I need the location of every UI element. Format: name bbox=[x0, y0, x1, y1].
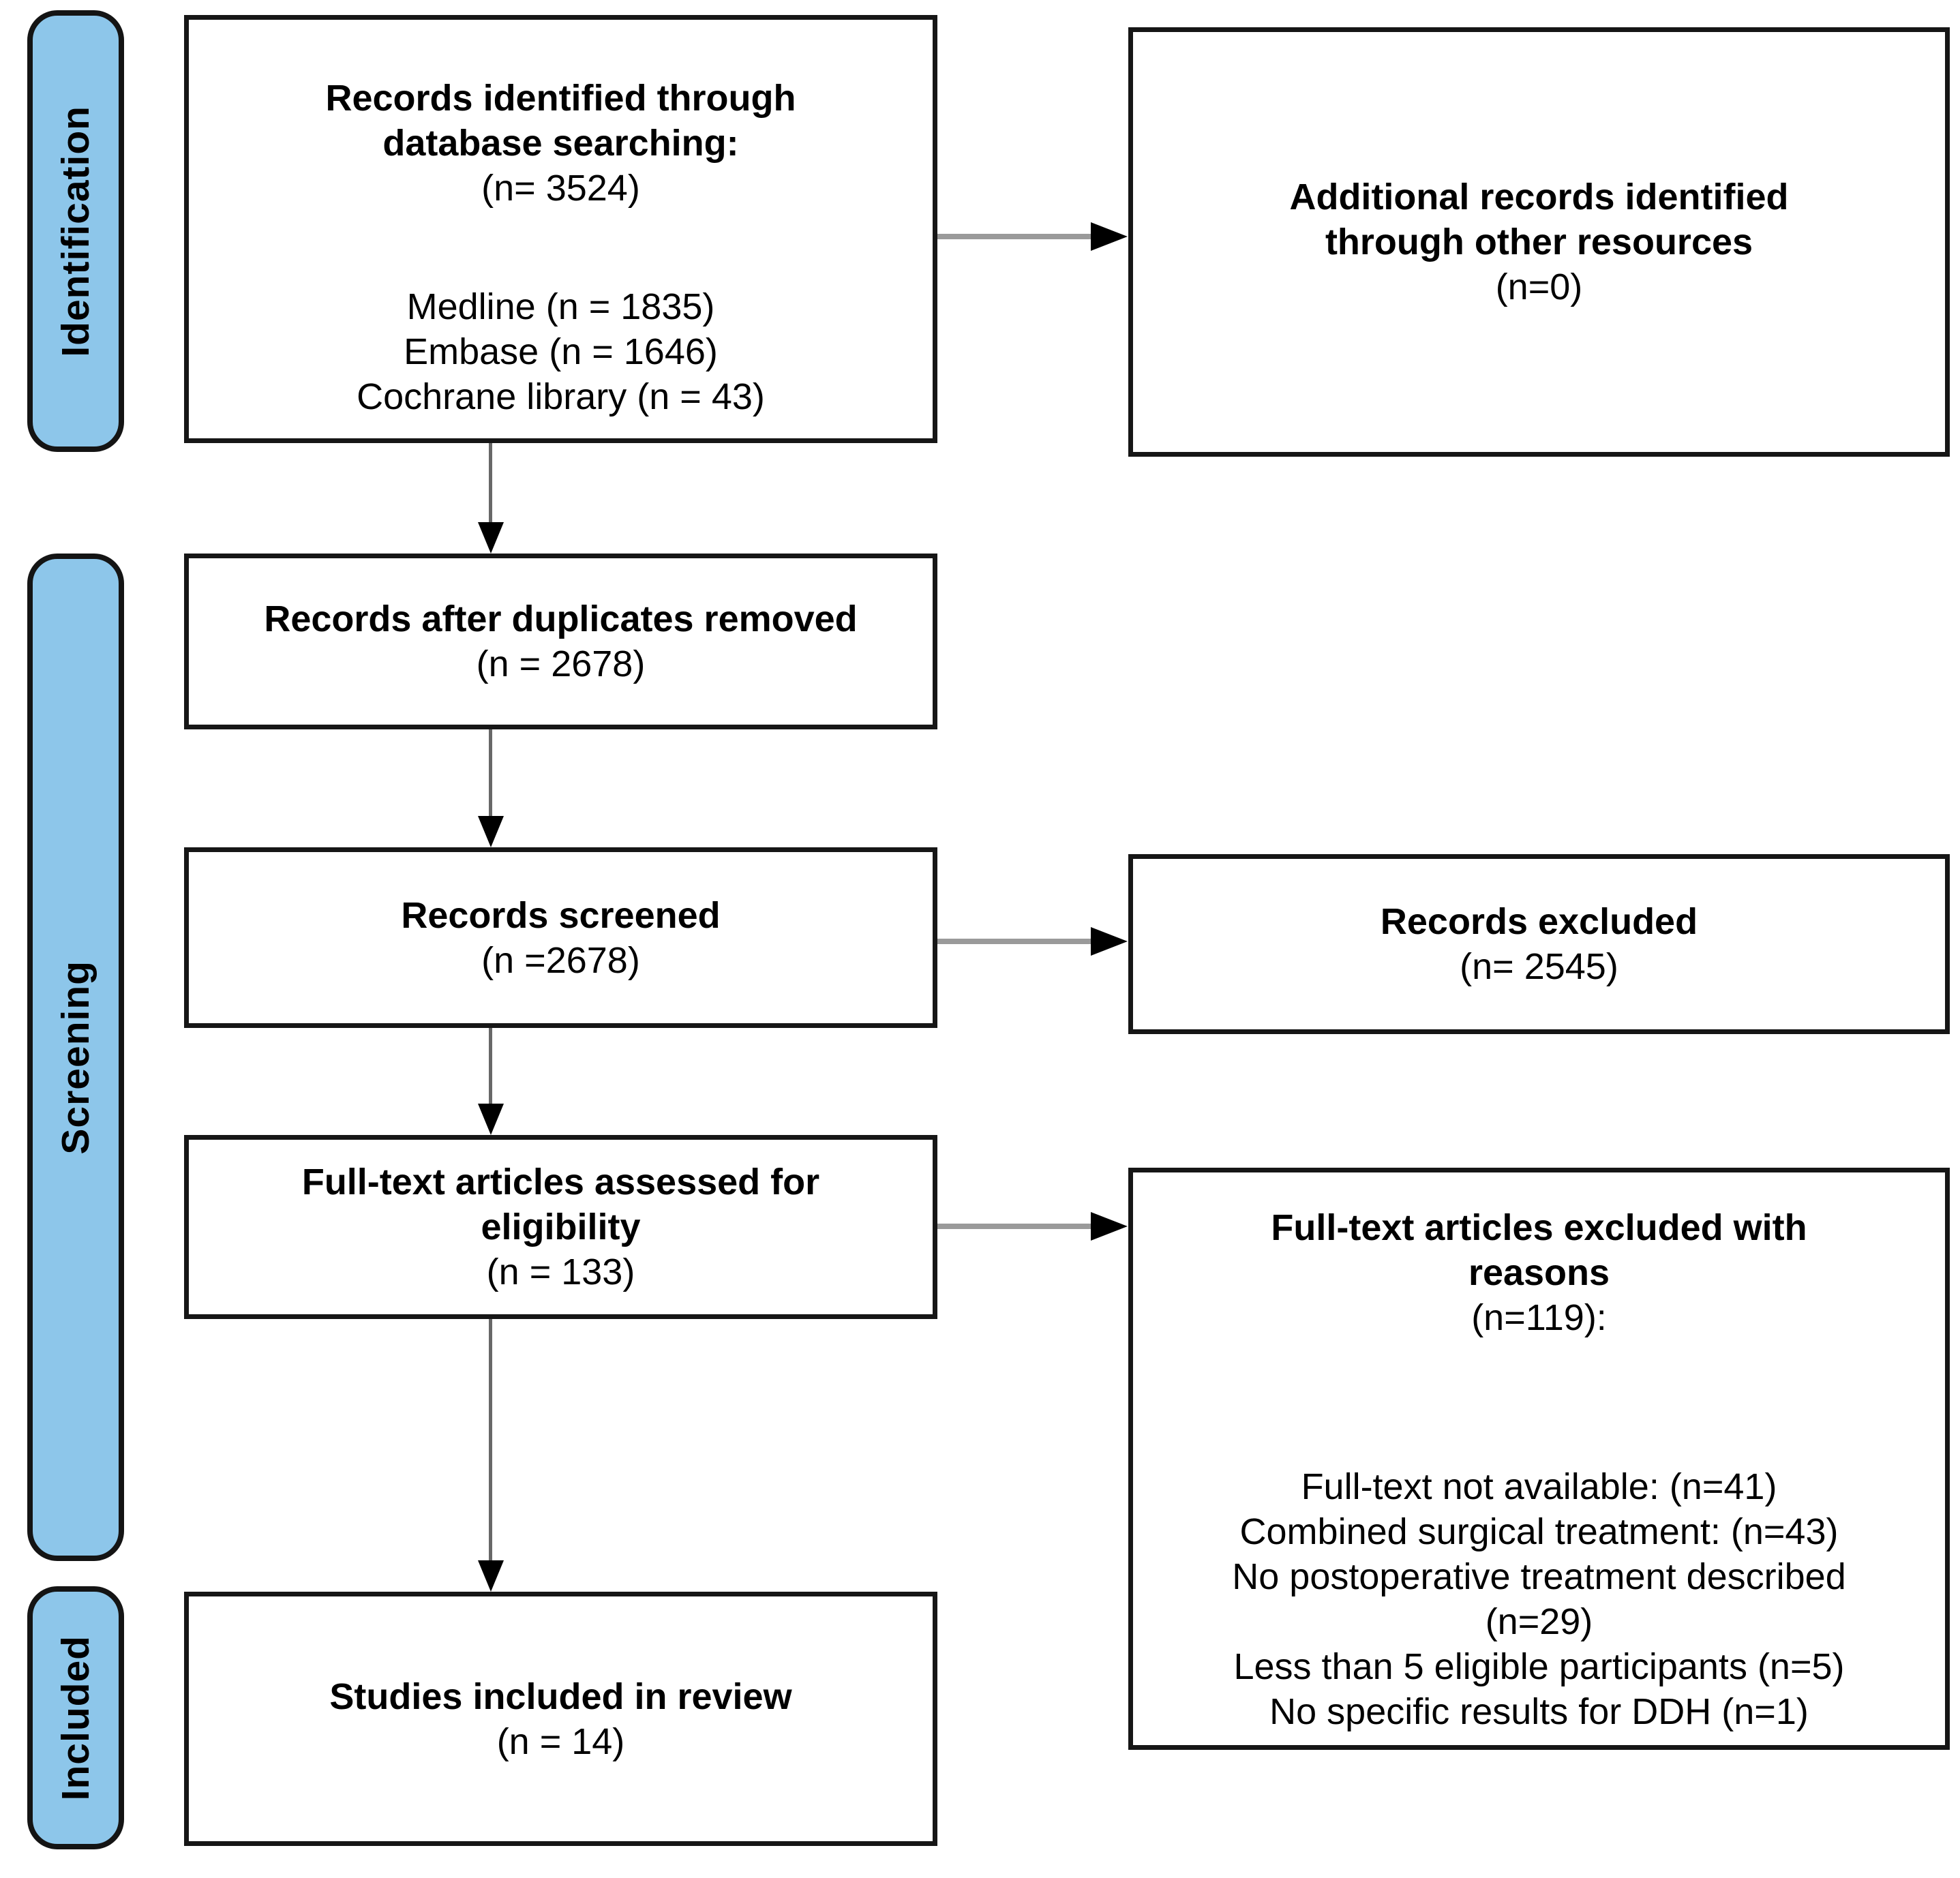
records-identified-count: (n= 3524) bbox=[481, 168, 640, 209]
reason-not-available: Full-text not available: (n=41) bbox=[1301, 1466, 1777, 1507]
arrowhead-fulltext-to-included bbox=[478, 1560, 504, 1592]
source-embase: Embase (n = 1646) bbox=[404, 331, 718, 372]
studies-included-count: (n = 14) bbox=[496, 1721, 625, 1762]
reason-no-postoperative: No postoperative treatment described bbox=[1232, 1556, 1846, 1597]
arrowhead-screened-to-excluded bbox=[1091, 927, 1128, 956]
phase-label-screening-text: Screening bbox=[54, 960, 97, 1155]
fulltext-assessed-title-line2: eligibility bbox=[481, 1207, 641, 1247]
fulltext-excluded-count: (n=119): bbox=[1471, 1297, 1607, 1338]
arrow-line-screened-to-excluded bbox=[937, 939, 1096, 944]
records-identified-title-line1: Records identified through bbox=[325, 78, 796, 119]
records-excluded-title: Records excluded bbox=[1380, 901, 1698, 942]
phase-label-identification: Identification bbox=[27, 10, 124, 452]
fulltext-excluded-title-line2: reasons bbox=[1468, 1252, 1610, 1293]
duplicates-removed-title: Records after duplicates removed bbox=[264, 599, 858, 639]
reason-combined-surgical: Combined surgical treatment: (n=43) bbox=[1239, 1511, 1839, 1552]
arrow-line-fulltext-to-ftexcluded bbox=[937, 1224, 1096, 1229]
phase-label-identification-text: Identification bbox=[54, 105, 97, 357]
box-additional-records: Additional records identified through ot… bbox=[1128, 27, 1950, 457]
fulltext-assessed-title-line1: Full-text articles assessed for bbox=[301, 1162, 820, 1202]
records-screened-count: (n =2678) bbox=[481, 939, 640, 981]
box-duplicates-removed: Records after duplicates removed (n = 26… bbox=[184, 554, 937, 729]
records-identified-title-line2: database searching: bbox=[382, 123, 739, 164]
studies-included-title: Studies included in review bbox=[329, 1676, 792, 1717]
box-records-screened: Records screened (n =2678) bbox=[184, 847, 937, 1028]
reason-no-postoperative-count: (n=29) bbox=[1485, 1601, 1593, 1642]
box-records-excluded: Records excluded (n= 2545) bbox=[1128, 854, 1950, 1034]
reason-less-than-5: Less than 5 eligible participants (n=5) bbox=[1233, 1646, 1845, 1687]
box-studies-included: Studies included in review (n = 14) bbox=[184, 1592, 937, 1846]
phase-label-screening: Screening bbox=[27, 554, 124, 1561]
duplicates-removed-count: (n = 2678) bbox=[476, 643, 646, 684]
phase-label-included: Included bbox=[27, 1586, 124, 1849]
box-fulltext-assessed: Full-text articles assessed for eligibil… bbox=[184, 1135, 937, 1319]
phase-label-included-text: Included bbox=[54, 1635, 97, 1801]
arrowhead-screened-to-fulltext bbox=[478, 1104, 504, 1135]
source-medline: Medline (n = 1835) bbox=[406, 286, 715, 327]
arrow-line-identified-to-additional bbox=[937, 234, 1096, 239]
fulltext-excluded-reasons: Full-text not available: (n=41) Combined… bbox=[1232, 1464, 1846, 1734]
records-screened-title: Records screened bbox=[401, 894, 721, 936]
additional-records-count: (n=0) bbox=[1495, 267, 1583, 307]
arrow-line-duplicates-to-screened bbox=[489, 729, 492, 820]
arrowhead-fulltext-to-ftexcluded bbox=[1091, 1212, 1128, 1241]
box-records-identified: Records identified through database sear… bbox=[184, 15, 937, 443]
arrowhead-identified-to-duplicates bbox=[478, 522, 504, 554]
reason-no-ddh-results: No specific results for DDH (n=1) bbox=[1269, 1691, 1809, 1732]
fulltext-excluded-title-line1: Full-text articles excluded with bbox=[1271, 1207, 1807, 1248]
arrow-line-screened-to-fulltext bbox=[489, 1028, 492, 1108]
box-fulltext-excluded: Full-text articles excluded with reasons… bbox=[1128, 1168, 1950, 1750]
arrow-line-fulltext-to-included bbox=[489, 1319, 492, 1564]
source-cochrane: Cochrane library (n = 43) bbox=[357, 376, 765, 417]
records-excluded-count: (n= 2545) bbox=[1460, 946, 1618, 987]
arrow-line-identified-to-duplicates bbox=[489, 443, 492, 526]
records-identified-sources: Medline (n = 1835) Embase (n = 1646) Coc… bbox=[357, 284, 765, 419]
additional-records-title-line1: Additional records identified bbox=[1289, 177, 1789, 217]
arrowhead-identified-to-additional bbox=[1091, 222, 1128, 251]
additional-records-title-line2: through other resources bbox=[1325, 222, 1753, 262]
arrowhead-duplicates-to-screened bbox=[478, 816, 504, 847]
fulltext-assessed-count: (n = 133) bbox=[486, 1252, 635, 1292]
